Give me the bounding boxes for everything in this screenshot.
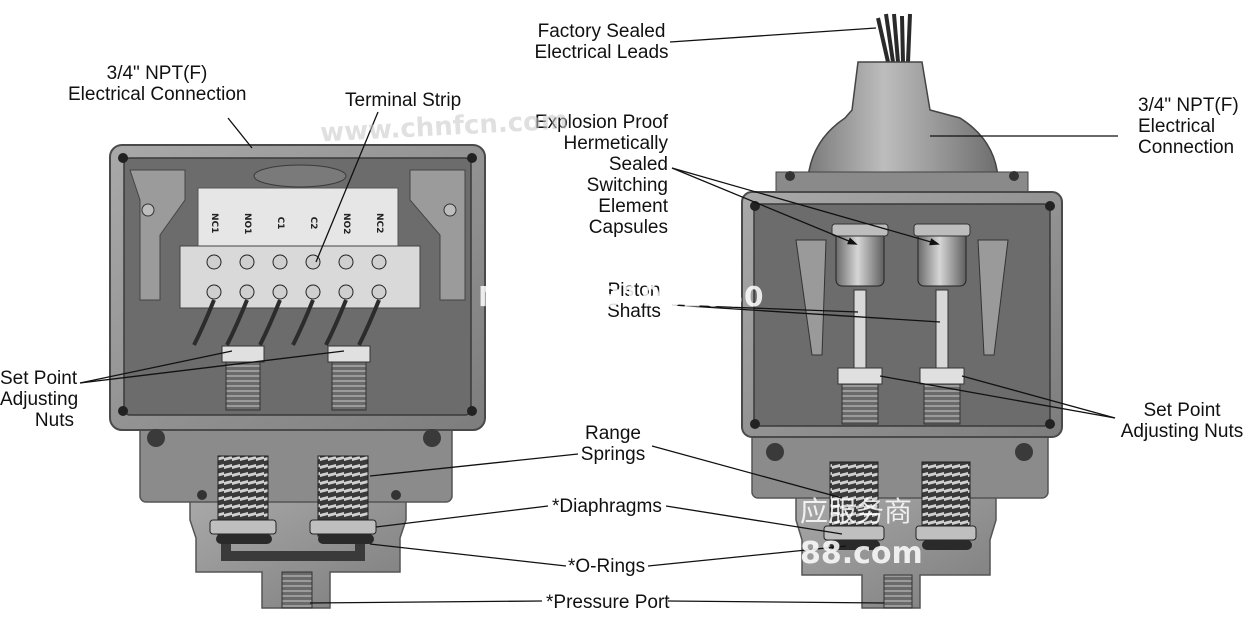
terminal-wire	[192, 299, 216, 346]
leader-range-springs-a	[369, 453, 579, 477]
leader-set-point-right-a	[879, 375, 1116, 419]
label-terminal-strip: Terminal Strip	[345, 90, 462, 111]
terminal-screw	[371, 284, 387, 300]
terminal-screw	[239, 254, 255, 270]
leader-o-rings-a	[369, 543, 567, 567]
leader-npt-left	[227, 117, 253, 149]
terminal-label-c2: C2	[308, 216, 318, 230]
leader-range-springs-b	[651, 445, 843, 499]
terminal-screw	[371, 254, 387, 270]
leader-terminal-strip	[315, 111, 379, 263]
terminal-screw	[338, 254, 354, 270]
terminal-screw	[338, 284, 354, 300]
leader-set-point-left-a	[79, 350, 233, 384]
terminal-wire	[357, 299, 381, 346]
leader-diaphragms-a	[375, 505, 549, 528]
label-npt-left: 3/4" NPT(F)Electrical Connection	[68, 63, 247, 105]
right-switch-housing	[741, 13, 1063, 609]
terminal-wire	[225, 299, 249, 346]
terminal-screw	[272, 254, 288, 270]
terminal-screw	[239, 284, 255, 300]
leader-explosion-b	[671, 167, 939, 245]
terminal-screw	[305, 254, 321, 270]
label-o-rings: *O-Rings	[568, 556, 646, 577]
leader-piston-b	[671, 304, 941, 323]
leader-set-point-right-b	[961, 375, 1116, 419]
terminal-wire	[291, 299, 315, 346]
leader-explosion-a	[671, 167, 857, 245]
leader-diaphragms-b	[665, 505, 843, 535]
terminal-screw	[272, 284, 288, 300]
leader-factory-sealed	[669, 27, 877, 43]
left-switch-housing	[109, 144, 486, 609]
leader-o-rings-b	[647, 545, 847, 567]
leader-lines	[79, 27, 1118, 604]
terminal-label-no1: NO1	[242, 213, 252, 235]
leader-pressure-port-b	[667, 600, 885, 604]
terminal-screw	[206, 284, 222, 300]
terminal-wire	[258, 299, 282, 346]
terminal-wires	[192, 254, 387, 346]
leader-set-point-left-b	[79, 350, 345, 384]
terminal-screw	[305, 284, 321, 300]
terminal-label-c1: C1	[275, 216, 285, 230]
leader-arrowhead	[929, 238, 940, 246]
terminal-label-nc2: NC2	[374, 213, 384, 234]
label-diaphragms: *Diaphragms	[552, 496, 662, 517]
terminal-screw	[206, 254, 222, 270]
terminal-label-no2: NO2	[341, 213, 351, 235]
label-pressure-port: *Pressure Port	[546, 592, 670, 613]
leader-arrowhead	[847, 237, 858, 245]
leader-pressure-port-a	[309, 600, 543, 604]
terminal-wire	[324, 299, 348, 346]
terminal-label-nc1: NC1	[209, 213, 219, 234]
leader-piston-a	[671, 304, 859, 313]
